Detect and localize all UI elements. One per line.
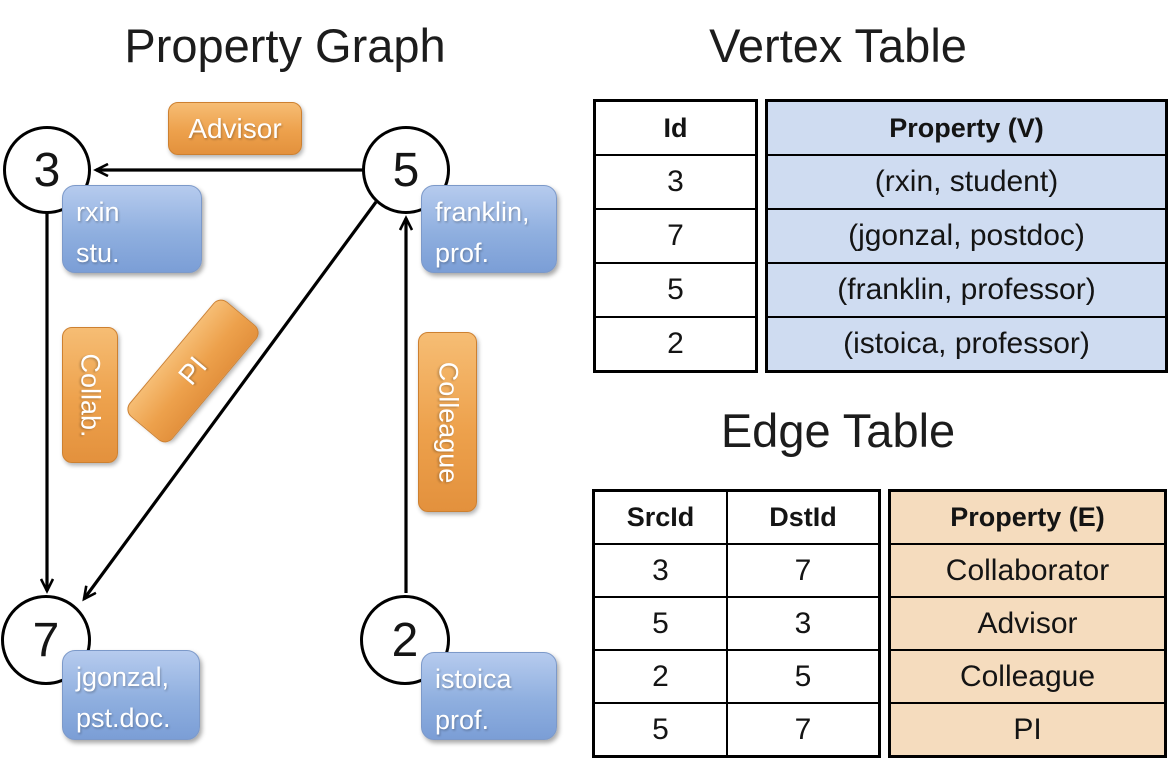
- vertex-property-label-franklin: franklin, prof.: [421, 185, 557, 273]
- vertex-id-cell: 7: [667, 219, 684, 252]
- vertex-id-cell: 3: [667, 165, 684, 198]
- table-row: (istoica, professor): [768, 316, 1165, 370]
- label-line: jgonzal,: [76, 662, 170, 692]
- vertex-property-cell: (istoica, professor): [843, 327, 1090, 360]
- edge-label-text: Advisor: [188, 112, 282, 144]
- edge-dst-cell: 7: [726, 704, 878, 755]
- table-row: Advisor: [891, 596, 1164, 649]
- table-row: 2 5: [595, 649, 878, 702]
- edge-property-cell: Colleague: [959, 659, 1096, 693]
- table-row: Collaborator: [891, 543, 1164, 596]
- edge-label-collab: Collab.: [62, 327, 118, 463]
- label-line: prof.: [435, 238, 490, 268]
- table-row: 3: [596, 154, 755, 208]
- vertex-property-label-rxin: rxin stu.: [62, 185, 202, 273]
- table-row: PI: [891, 702, 1164, 755]
- table-row: (jgonzal, postdoc): [768, 208, 1165, 262]
- property-graph-title: Property Graph: [124, 19, 446, 72]
- node-id: 2: [391, 613, 419, 667]
- table-row: (rxin, student): [768, 154, 1165, 208]
- column-header-srcid: SrcId: [626, 502, 695, 532]
- vertex-id-cell: 2: [667, 327, 684, 360]
- label-line: pst.doc.: [76, 703, 171, 733]
- vertex-property-cell: (jgonzal, postdoc): [848, 219, 1085, 252]
- table-row: 5: [596, 262, 755, 316]
- vertex-table-property-column: Property (V) (rxin, student) (jgonzal, p…: [765, 99, 1168, 373]
- edge-label-text: Colleague: [433, 361, 463, 483]
- table-row: (franklin, professor): [768, 262, 1165, 316]
- vertex-table-title: Vertex Table: [709, 19, 967, 72]
- vertex-property-label-istoica: istoica prof.: [421, 652, 557, 740]
- edge-dst-cell: 3: [726, 598, 878, 649]
- edge-dst-cell: 7: [726, 545, 878, 596]
- graph-node-2: 2: [360, 595, 450, 685]
- edge-table-id-columns: SrcId DstId 3 7 5 3 2 5 5 7: [592, 489, 881, 758]
- table-header-row: Property (V): [768, 102, 1165, 154]
- label-line: prof.: [435, 705, 490, 735]
- node-id: 5: [392, 143, 420, 197]
- table-row: 2: [596, 316, 755, 370]
- edge-property-cell: PI: [1013, 712, 1042, 746]
- column-header-dstid: DstId: [726, 492, 878, 543]
- edge-label-advisor: Advisor: [168, 102, 302, 155]
- column-header-property-v: Property (V): [889, 112, 1044, 143]
- table-row: Colleague: [891, 649, 1164, 702]
- edge-table-property-column: Property (E) Collaborator Advisor Collea…: [888, 489, 1167, 758]
- label-line: stu.: [76, 238, 120, 268]
- edge-dst-cell: 5: [726, 651, 878, 702]
- graph-node-5: 5: [362, 126, 450, 214]
- graph-edges-svg: [0, 0, 585, 760]
- edge-src-cell: 3: [652, 553, 669, 587]
- edge-table-title: Edge Table: [720, 404, 956, 457]
- label-line: rxin: [76, 197, 120, 227]
- edge-label-text: PI: [172, 350, 213, 391]
- table-row: 5 7: [595, 702, 878, 755]
- vertex-property-cell: (franklin, professor): [837, 273, 1096, 306]
- vertex-table-id-column: Id 3 7 5 2: [593, 99, 758, 373]
- table-header-row: Id: [596, 102, 755, 154]
- edge-src-cell: 5: [652, 712, 669, 746]
- column-header-property-e: Property (E): [950, 502, 1105, 532]
- edge-label-text: Collab.: [75, 352, 106, 438]
- table-header-row: Property (E): [891, 492, 1164, 543]
- edge-property-cell: Collaborator: [945, 553, 1110, 587]
- table-row: 5 3: [595, 596, 878, 649]
- edge-pi-arrow: [84, 201, 378, 599]
- column-header-id: Id: [663, 112, 688, 143]
- edge-label-colleague: Colleague: [418, 332, 477, 512]
- vertex-property-cell: (rxin, student): [874, 165, 1059, 198]
- edge-src-cell: 2: [652, 659, 669, 693]
- edge-property-cell: Advisor: [977, 606, 1078, 640]
- table-row: 3 7: [595, 543, 878, 596]
- vertex-id-cell: 5: [667, 273, 684, 306]
- node-id: 7: [32, 613, 60, 667]
- table-header-row: SrcId DstId: [595, 492, 878, 543]
- label-line: istoica: [435, 664, 512, 694]
- table-row: 7: [596, 208, 755, 262]
- edge-src-cell: 5: [652, 606, 669, 640]
- vertex-property-label-jgonzal: jgonzal, pst.doc.: [62, 650, 200, 740]
- node-id: 3: [33, 143, 61, 197]
- label-line: franklin,: [435, 197, 530, 227]
